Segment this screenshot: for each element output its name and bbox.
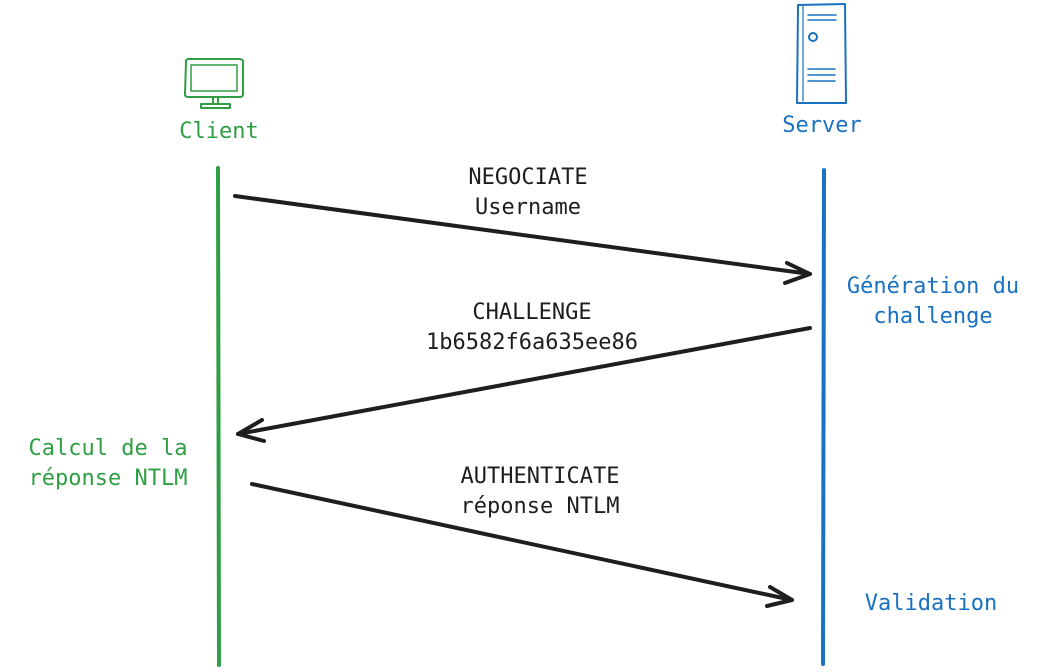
server-label: Server	[782, 113, 862, 138]
message-negociate-detail: Username	[475, 195, 581, 220]
message-authenticate-title: AUTHENTICATE	[460, 464, 620, 489]
message-negociate-title: NEGOCIATE	[468, 165, 588, 190]
note-challenge-generation-line2: challenge	[873, 304, 993, 329]
message-authenticate-detail: réponse NTLM	[460, 494, 620, 519]
negociate-arrow	[233, 194, 812, 285]
monitor-icon	[184, 58, 245, 109]
client-lifeline	[216, 166, 221, 667]
authenticate-arrow	[250, 482, 794, 608]
note-ntlm-calculation-line1: Calcul de la	[28, 436, 188, 461]
server-lifeline	[821, 168, 826, 666]
server-tower-icon	[796, 3, 847, 104]
note-validation: Validation	[864, 591, 998, 616]
message-challenge-title: CHALLENGE	[472, 300, 592, 325]
challenge-arrow	[236, 326, 812, 443]
client-label: Client	[179, 119, 259, 144]
note-ntlm-calculation-line2: réponse NTLM	[28, 466, 188, 491]
note-challenge-generation-line1: Génération du	[846, 274, 1020, 299]
message-challenge-detail: 1b6582f6a635ee86	[426, 330, 638, 355]
